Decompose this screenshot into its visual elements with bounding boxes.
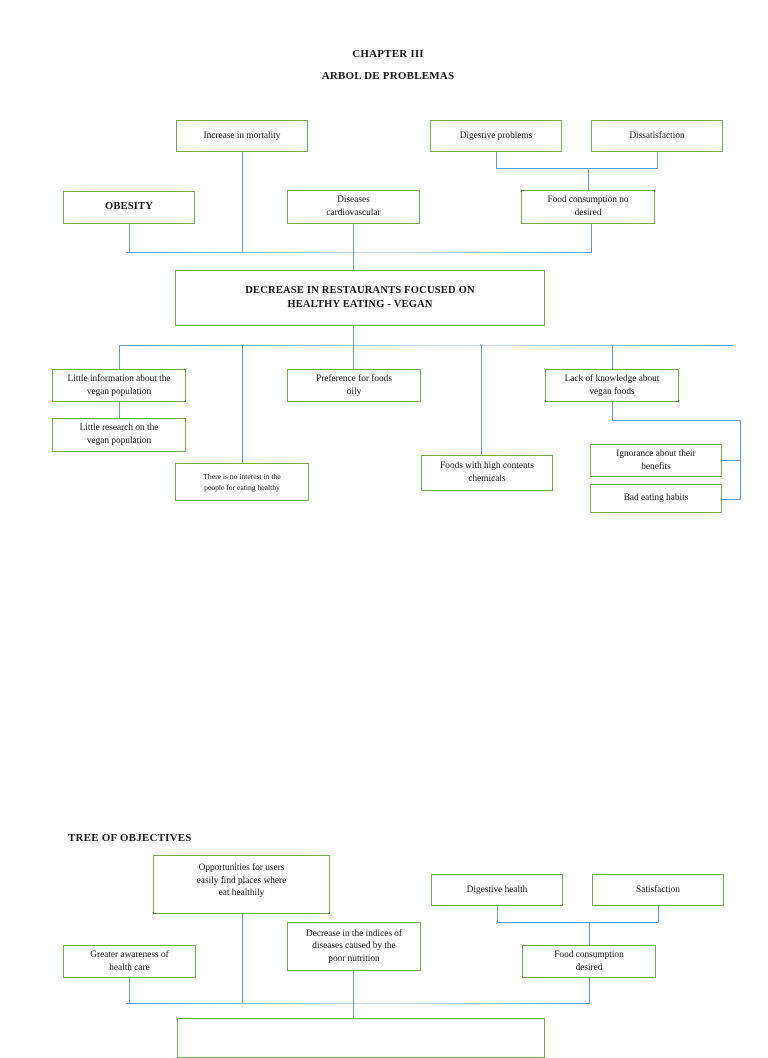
connector-cause-1-down: [119, 345, 120, 369]
connector-objective-right-bus: [497, 922, 659, 923]
connector-mortality-down: [242, 152, 243, 252]
connector-effects-right-bus: [496, 168, 658, 169]
connector-decrease-indices-down: [353, 971, 354, 1003]
connector-lack-vertical: [740, 420, 741, 500]
node-preference-for-foods-oily[interactable]: Preference for foods oily: [287, 369, 421, 402]
connector-satisfaction-down: [658, 906, 659, 922]
connector-digestive-health-down: [497, 906, 498, 922]
connector-cause-5-down: [612, 345, 613, 369]
node-little-information-vegan-population[interactable]: Little information about the vegan popul…: [52, 369, 186, 402]
connector-lack-down: [612, 402, 613, 420]
node-core-problem[interactable]: DECREASE IN RESTAURANTS FOCUSED ON HEALT…: [175, 270, 545, 326]
node-decrease-indices-diseases[interactable]: Decrease in the indices of diseases caus…: [287, 922, 421, 971]
connector-to-food-consumption-desired: [589, 922, 590, 945]
connector-lack-right: [612, 420, 740, 421]
node-lack-of-knowledge-vegan-foods[interactable]: Lack of knowledge about vegan foods: [545, 369, 679, 402]
connector-causes-bus: [119, 345, 733, 346]
node-ignorance-about-benefits[interactable]: Ignorance about their benefits: [590, 444, 722, 477]
connector-objectives-bus: [126, 1003, 590, 1004]
connector-dissatisfaction-down: [657, 152, 658, 168]
connector-obesity-down: [129, 224, 130, 252]
connector-bus-to-core: [353, 252, 354, 270]
node-food-consumption-desired[interactable]: Food consumption desired: [522, 945, 656, 978]
connector-cause-3-down: [353, 345, 354, 369]
node-no-interest-eating-healthy[interactable]: There is no interest in the people for e…: [175, 463, 309, 501]
connector-to-badhabits: [722, 499, 740, 500]
node-obesity[interactable]: OBESITY: [63, 191, 195, 224]
node-satisfaction[interactable]: Satisfaction: [592, 874, 724, 906]
node-greater-awareness-health-care[interactable]: Greater awareness of health care: [63, 945, 196, 978]
connector-littleinfo-to-research: [119, 402, 120, 418]
node-bad-eating-habits[interactable]: Bad eating habits: [590, 484, 722, 513]
objective-tree-title: TREE OF OBJECTIVES: [68, 832, 192, 844]
node-little-research-vegan-population[interactable]: Little research on the vegan population: [52, 418, 186, 452]
node-digestive-problems[interactable]: Digestive problems: [430, 120, 562, 152]
node-dissatisfaction[interactable]: Dissatisfaction: [591, 120, 723, 152]
connector-opportunities-down: [242, 914, 243, 1003]
node-increase-in-mortality[interactable]: Increase in mortality: [176, 120, 308, 152]
node-digestive-health[interactable]: Digestive health: [431, 874, 563, 906]
connector-cause-4-down: [481, 345, 482, 455]
connector-digestive-down: [496, 152, 497, 168]
connector-foodconsumption-down: [591, 224, 592, 252]
connector-food-desired-down: [589, 978, 590, 1003]
connector-effects-bus: [126, 252, 592, 253]
diagram-canvas: CHAPTER III ARBOL DE PROBLEMAS TREE OF O…: [52, 48, 741, 1058]
connector-cause-2-down: [242, 345, 243, 470]
node-diseases-cardiovascular[interactable]: Diseases cardiovascular: [287, 190, 420, 224]
node-foods-high-contents-chemicals[interactable]: Foods with high contents chemicals: [421, 455, 553, 491]
node-food-consumption-no-desired[interactable]: Food consumption no desired: [521, 190, 655, 224]
node-opportunities-for-users[interactable]: Opportunities for users easily find plac…: [153, 855, 330, 914]
connector-core-down: [353, 326, 354, 345]
connector-objectives-bus-to-core: [353, 1003, 354, 1018]
node-objective-core-cutoff[interactable]: [177, 1018, 545, 1058]
connector-to-ignorance: [722, 460, 740, 461]
problem-tree-title: ARBOL DE PROBLEMAS: [321, 70, 455, 82]
connector-greater-awareness-down: [129, 978, 130, 1003]
connector-to-food-consumption: [588, 168, 589, 190]
connector-cardiovascular-down: [353, 224, 354, 252]
chapter-heading: CHAPTER III: [352, 48, 424, 60]
